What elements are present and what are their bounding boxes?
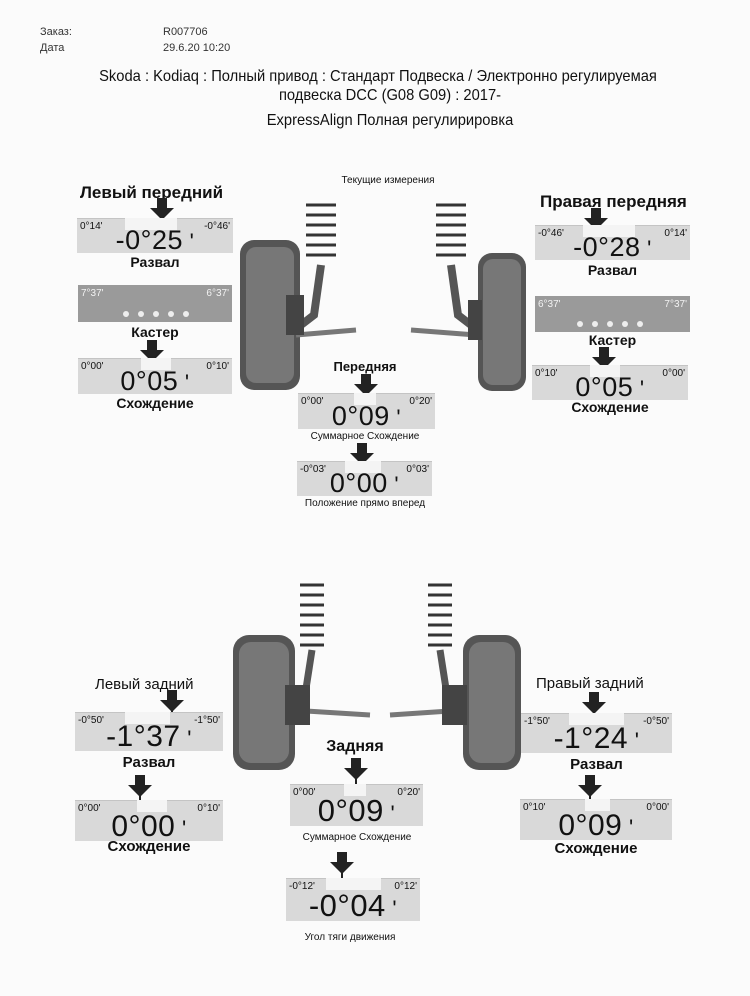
gauge-value: 0°09	[290, 793, 423, 829]
arrow-down-icon	[128, 775, 152, 803]
gauge-min: 0°00'	[78, 803, 101, 814]
left-front-caster-gauge: 7°37' 6°37'	[78, 285, 232, 322]
order-label: Заказ:	[40, 26, 72, 38]
gauge-max: 0°12'	[394, 881, 417, 892]
left-rear-toe-gauge: 0°00' 0°10' 0°00	[75, 800, 223, 844]
gauge-value: -1°37	[75, 720, 223, 754]
right-front-camber-gauge: -0°46' 0°14' -0°28	[535, 225, 690, 263]
right-front-camber-label: Развал	[587, 262, 638, 278]
left-front-title: Левый передний	[80, 183, 224, 202]
gauge-value: -1°24	[521, 722, 672, 756]
arrow-down-icon	[160, 690, 184, 718]
left-front-toe-label: Схождение	[116, 395, 194, 411]
rear-total-toe-label: Суммарное Схождение	[302, 832, 412, 843]
left-rear-toe-label: Схождение	[107, 838, 191, 855]
front-axle-title: Передняя	[333, 359, 397, 374]
right-front-caster-label: Кастер	[588, 332, 637, 348]
rear-total-toe-gauge: 0°00' 0°20' 0°09	[290, 784, 423, 829]
left-rear-camber-label: Развал	[122, 754, 176, 771]
front-suspension-illustration	[240, 203, 526, 391]
left-rear-title: Левый задний	[95, 676, 194, 693]
right-rear-toe-label: Схождение	[554, 840, 638, 857]
arrow-down-icon	[582, 692, 606, 720]
gauge-value: 0°09	[520, 809, 672, 843]
gauge-value: -0°28	[535, 232, 690, 263]
gauge-max: 7°37'	[664, 299, 687, 310]
gauge-max: 0°10'	[197, 803, 220, 814]
gauge-value: 0°09	[298, 401, 435, 432]
front-total-toe-label: Суммарное Схождение	[310, 431, 420, 442]
rear-thrust-angle-label: Угол тяги движения	[304, 932, 396, 943]
gauge-value: -0°04	[286, 888, 420, 924]
right-rear-toe-gauge: 0°10' 0°00' 0°09	[520, 799, 672, 843]
vehicle-subtitle: подвеска DCC (G08 G09) : 2017-	[278, 87, 502, 104]
order-value: R007706	[163, 26, 208, 38]
right-front-toe-label: Схождение	[571, 399, 649, 415]
procedure-title: ExpressAlign Полная регулирировка	[266, 112, 514, 129]
right-rear-camber-label: Развал	[570, 756, 623, 773]
gauge-min: 6°37'	[538, 299, 561, 310]
rear-suspension-illustration	[233, 583, 521, 770]
gauge-value: 0°05	[532, 372, 688, 403]
arrow-down-icon	[150, 198, 174, 226]
front-total-toe-gauge: 0°00' 0°20' 0°09	[298, 393, 435, 432]
date-value: 29.6.20 10:20	[163, 42, 231, 54]
arrow-down-icon	[344, 758, 368, 786]
gauge-max: 0°00'	[646, 802, 669, 813]
gauge-min: -0°12'	[289, 881, 315, 892]
gauge-min: 7°37'	[81, 288, 104, 299]
right-front-toe-gauge: 0°10' 0°00' 0°05	[532, 365, 688, 403]
left-front-toe-gauge: 0°00' 0°10' 0°05	[78, 358, 232, 397]
gauge-value: 0°05	[78, 366, 232, 397]
current-measurements-caption: Текущие измерения	[341, 175, 435, 186]
rear-thrust-angle-gauge: -0°12' 0°12' -0°04	[286, 878, 420, 924]
rear-axle-title: Задняя	[326, 738, 384, 755]
right-rear-title: Правый задний	[536, 675, 644, 692]
gauge-value: 0°00	[297, 468, 432, 499]
right-front-title: Правая передняя	[540, 192, 687, 211]
left-front-camber-gauge: 0°14' -0°46' -0°25	[77, 218, 233, 256]
date-label: Дата	[40, 42, 65, 54]
vehicle-title: Skoda : Kodiaq : Полный привод : Стандар…	[99, 68, 657, 85]
arrow-down-icon	[330, 852, 354, 880]
left-front-camber-label: Развал	[130, 254, 180, 270]
gauge-value: 0°00	[75, 810, 223, 844]
right-front-caster-gauge: 6°37' 7°37'	[535, 296, 690, 332]
front-straight-ahead-label: Положение прямо вперед	[304, 498, 426, 509]
gauge-min: 0°10'	[523, 802, 546, 813]
gauge-value: -0°25	[77, 225, 233, 256]
left-rear-camber-gauge: -0°50' -1°50' -1°37	[75, 712, 223, 754]
right-rear-camber-gauge: -1°50' -0°50' -1°24	[521, 713, 672, 756]
left-front-caster-label: Кастер	[131, 324, 179, 340]
gauge-max: 6°37'	[206, 288, 229, 299]
arrow-down-icon	[578, 775, 602, 803]
front-straight-ahead-gauge: -0°03' 0°03' 0°00	[297, 461, 432, 499]
